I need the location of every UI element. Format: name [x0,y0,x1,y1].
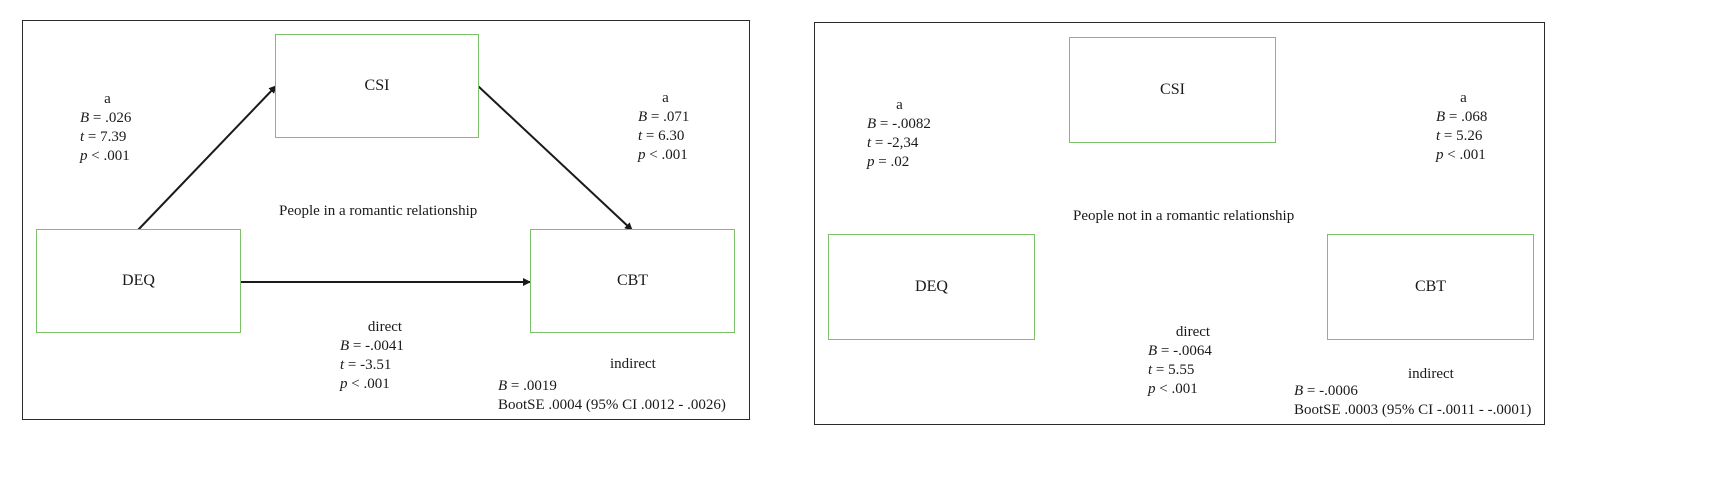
arrow-csi-to-cbt-left [477,85,633,231]
arrow-deq-to-csi-left [137,85,277,231]
path-a2-t-right: t = 5.26 [1436,128,1483,144]
path-a2-b-left: B = .071 [638,109,690,125]
path-a2-b-right: B = .068 [1436,109,1488,125]
node-outcome-right: CBT [1327,234,1534,340]
node-outcome-left: CBT [530,229,735,333]
direct-t-right: t = 5.55 [1148,362,1195,378]
path-a1-t-left: t = 7.39 [80,129,127,145]
path-a1-label-right: a [896,97,903,113]
path-a1-label-left: a [104,91,111,107]
direct-stats-right: direct B = -.0064 t = 5.55 p < .001 [1148,323,1238,399]
path-a1-p-left: p < .001 [80,148,130,164]
direct-b-right: B = -.0064 [1148,343,1212,359]
path-a1-stats-left: a B = .026 t = 7.39 p < .001 [80,90,135,166]
indirect-stats-left: B = .0019 BootSE .0004 (95% CI .0012 - .… [498,377,726,415]
indirect-stats-right: B = -.0006 BootSE .0003 (95% CI -.0011 -… [1294,382,1531,420]
direct-p-right: p < .001 [1148,381,1198,397]
direct-t-left: t = -3.51 [340,357,392,373]
path-a2-p-right: p < .001 [1436,147,1486,163]
node-predictor-right: DEQ [828,234,1035,340]
path-a2-t-left: t = 6.30 [638,128,685,144]
direct-p-left: p < .001 [340,376,390,392]
path-a1-t-right: t = -2,34 [867,135,919,151]
indirect-label-right: indirect [1408,366,1454,382]
path-a2-label-left: a [662,90,669,106]
indirect-label-left: indirect [610,356,656,372]
direct-stats-left: direct B = -.0041 t = -3.51 p < .001 [340,318,430,394]
path-a2-p-left: p < .001 [638,147,688,163]
indirect-b-right: B = -.0006 [1294,383,1358,399]
path-a2-stats-right: a B = .068 t = 5.26 p < .001 [1436,89,1491,165]
path-a2-label-right: a [1460,90,1467,106]
node-mediator-left: CSI [275,34,479,138]
group-label-right: People not in a romantic relationship [1073,208,1295,224]
path-a1-b-left: B = .026 [80,110,132,126]
direct-label-left: direct [367,319,403,335]
direct-b-left: B = -.0041 [340,338,404,354]
path-a1-p-right: p = .02 [867,154,910,170]
direct-label-right: direct [1175,324,1211,340]
node-mediator-right: CSI [1069,37,1276,143]
indirect-b-left: B = .0019 [498,378,557,394]
indirect-bootse-left: BootSE .0004 (95% CI .0012 - .0026) [498,397,726,413]
group-label-left: People in a romantic relationship [279,203,478,219]
path-a1-stats-right: a B = -.0082 t = -2,34 p = .02 [867,96,932,172]
path-a2-stats-left: a B = .071 t = 6.30 p < .001 [638,89,693,165]
node-predictor-left: DEQ [36,229,241,333]
path-a1-b-right: B = -.0082 [867,116,931,132]
indirect-bootse-right: BootSE .0003 (95% CI -.0011 - -.0001) [1294,402,1532,418]
